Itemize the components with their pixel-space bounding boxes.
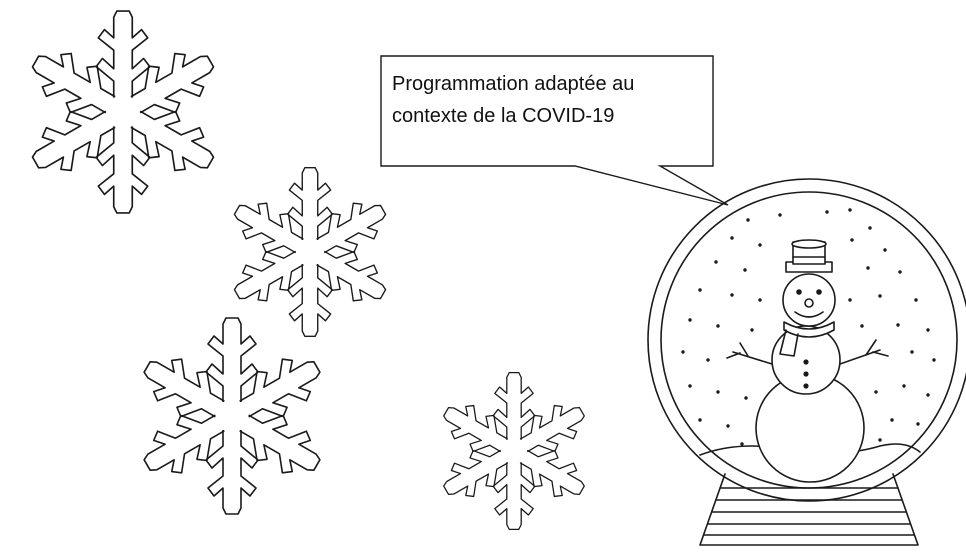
snowflake-icon: [226, 168, 394, 337]
snowflake-icon: [22, 11, 224, 213]
callout-text: Programmation adaptée au contexte de la …: [392, 73, 635, 127]
snowflake-icon: [436, 373, 593, 530]
speech-bubble: [380, 55, 729, 206]
snowflake-icon: [134, 318, 330, 514]
snow-globe-icon: [647, 178, 966, 546]
snow-dots: [681, 208, 936, 446]
